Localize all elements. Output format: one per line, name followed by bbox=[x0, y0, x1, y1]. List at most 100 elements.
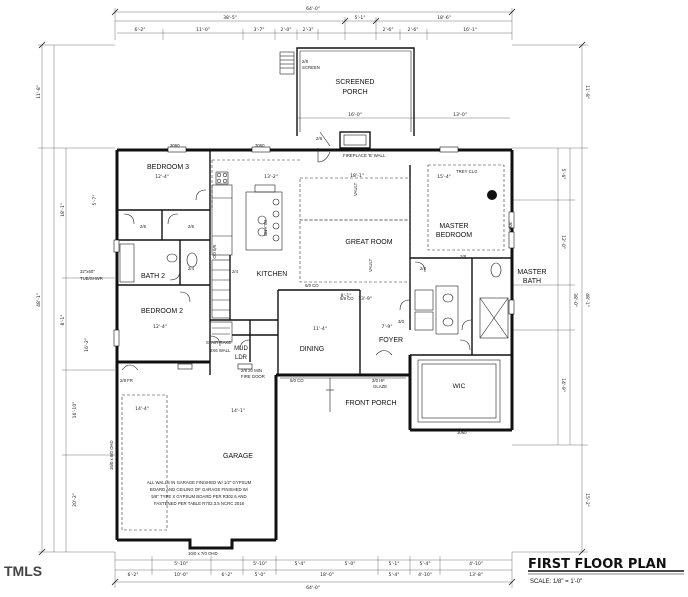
dim-inner-11: 13'-9" bbox=[358, 296, 372, 302]
dim-botsub-7: 4'-10" bbox=[469, 561, 483, 567]
dim-porch-w: 16'-0" bbox=[348, 112, 362, 118]
dim-topsub-1: 6'-2" bbox=[135, 27, 146, 33]
dim-porch-w2: 13'-0" bbox=[453, 112, 467, 118]
opening-13: 6/8 CO bbox=[340, 296, 354, 301]
dim-inner-8: 8'-1" bbox=[341, 293, 352, 299]
opening-3: 2/6 bbox=[188, 224, 195, 229]
screened-porch-outline bbox=[279, 47, 415, 149]
dim-bot-2: 10'-0" bbox=[174, 572, 188, 578]
bedroom3-label: BEDROOM 3 bbox=[147, 164, 189, 171]
tub-note-1: 32"x60" bbox=[80, 269, 95, 274]
ldr-label: LDR bbox=[235, 355, 248, 361]
dim-right-7: 15'-2" bbox=[584, 493, 590, 507]
dim-right-3: 48'-1" bbox=[584, 293, 590, 307]
dim-top-1: 38'-5" bbox=[223, 15, 237, 21]
bath2-label: BATH 2 bbox=[141, 273, 165, 280]
dim-inner-4: 18'-1" bbox=[350, 173, 364, 179]
opening-2: 2/6 bbox=[140, 224, 147, 229]
great-room-label: GREAT ROOM bbox=[345, 239, 392, 246]
dim-inner-1: 12'-4" bbox=[155, 174, 169, 180]
screened-porch-label-1: SCREENED bbox=[336, 79, 375, 86]
dim-inner-10: 14'-4" bbox=[135, 406, 149, 412]
foyer-label: FOYER bbox=[379, 337, 403, 344]
dim-left-7: 16'-2" bbox=[84, 338, 90, 352]
dim-left-6: 20'-2" bbox=[72, 493, 78, 507]
mud-label: MUD bbox=[234, 346, 248, 352]
dim-inner-2: 12'-4" bbox=[153, 324, 167, 330]
opening-14: 3060 bbox=[170, 143, 180, 148]
ceiling-lines bbox=[121, 159, 505, 531]
dim-left-4: 8'-1" bbox=[60, 315, 66, 326]
dim-left-2: 48'-1" bbox=[36, 293, 42, 307]
bath-fixtures bbox=[119, 213, 509, 339]
dim-topsub-7: 2'-6" bbox=[408, 27, 419, 33]
garage-note-3: 5/8" TYPE X GYPSUM BOARD PER R302.6 AND bbox=[151, 494, 246, 499]
opening-11: 16/0 x 8/0 OHD bbox=[109, 440, 114, 470]
opening-8: 3/0 bbox=[398, 319, 405, 324]
opening-19: 2/8 FR bbox=[120, 378, 133, 383]
dim-topsub-3: 3'-7" bbox=[254, 27, 265, 33]
master-bath-label-2: BATH bbox=[523, 278, 541, 285]
dim-topsub-8: 16'-1" bbox=[463, 27, 477, 33]
dim-left-1: 11'-8" bbox=[36, 85, 42, 99]
opening-7: 2/8 bbox=[460, 254, 467, 259]
opening-15: 3060 bbox=[255, 143, 265, 148]
screen-note-2: SCREEN bbox=[302, 65, 320, 70]
opening-1: 2/8 bbox=[316, 136, 323, 141]
dim-overall-top: 64'-0" bbox=[306, 6, 320, 12]
dim-topsub-6: 2'-6" bbox=[383, 27, 394, 33]
dim-botsub-6: 5'-4" bbox=[420, 561, 431, 567]
dim-left-3: 18'-1" bbox=[60, 203, 66, 217]
title-block: FIRST FLOOR PLAN SCALE: 1/8" = 1'-0" bbox=[528, 557, 684, 585]
dim-inner-7: 11'-4" bbox=[313, 326, 327, 332]
opening-16: 3060 bbox=[508, 222, 513, 232]
dim-bot-1: 6'-2" bbox=[128, 572, 139, 578]
dimension-lines bbox=[38, 8, 588, 588]
fire-door-note-1: 2/8 20 MIN bbox=[241, 368, 262, 373]
dim-right-4: 5'-6" bbox=[560, 169, 566, 180]
garage-note-2: BOARD AND CEILING OF GARAGE FINISHED W/ bbox=[150, 487, 249, 492]
dim-right-6: 14'-9" bbox=[560, 378, 566, 392]
plan-scale: SCALE: 1/8" = 1'-0" bbox=[530, 579, 582, 585]
wic-label: WIC bbox=[453, 383, 466, 390]
dim-bot-7: 4'-10" bbox=[418, 572, 432, 578]
dim-left-5: 16'-10" bbox=[72, 402, 78, 419]
opening-6: 2/4 bbox=[420, 266, 427, 271]
front-porch-label: FRONT PORCH bbox=[345, 400, 396, 407]
opening-10: 5/0 CO bbox=[290, 378, 304, 383]
wic-outline bbox=[417, 359, 501, 423]
dim-right-2: 38'-0" bbox=[572, 293, 578, 307]
room-labels: SCREENED PORCH BEDROOM 3 KITCHEN GREAT R… bbox=[141, 79, 547, 460]
dim-right-1: 11'-8" bbox=[584, 85, 590, 99]
garage-note-4: FASTENED PER TABLE R702.3.5 NCRC 2018 bbox=[154, 501, 245, 506]
kitchen-label: KITCHEN bbox=[257, 271, 288, 278]
dim-botsub-3: 5'-4" bbox=[295, 561, 306, 567]
opening-4: 2/4 bbox=[188, 266, 195, 271]
opening-5: 2/4 bbox=[232, 269, 239, 274]
opening-9: 6/0 CO bbox=[305, 283, 319, 288]
plan-title: FIRST FLOOR PLAN bbox=[528, 557, 667, 572]
dim-overall-bottom: 64'-0" bbox=[306, 585, 320, 591]
interior-walls bbox=[117, 150, 512, 375]
dim-top-3: 18'-6" bbox=[437, 15, 451, 21]
screen-note-1: 2/8 bbox=[302, 59, 309, 64]
front-porch-outline bbox=[280, 377, 406, 412]
door-swings bbox=[121, 148, 473, 371]
bedroom2-label: BEDROOM 2 bbox=[141, 308, 183, 315]
dim-topsub-4: 2'-0" bbox=[281, 27, 292, 33]
dim-bot-8: 13'-8" bbox=[469, 572, 483, 578]
dim-topsub-2: 11'-0" bbox=[196, 27, 210, 33]
dim-bot-4: 5'-0" bbox=[255, 572, 266, 578]
opening-12: 10/0 x 7/0 OHD bbox=[188, 551, 218, 556]
dim-botsub-2: 5'-10" bbox=[253, 561, 267, 567]
master-bath-label-1: MASTER bbox=[517, 269, 546, 276]
dim-botsub-4: 5'-0" bbox=[345, 561, 356, 567]
dim-right-5: 12'-0" bbox=[560, 235, 566, 249]
garage-label: GARAGE bbox=[223, 453, 253, 460]
fireplace-note: FIREPLACE 'B' WALL bbox=[343, 153, 386, 158]
dim-inner-9: 7'-9" bbox=[382, 324, 393, 330]
stairs bbox=[209, 259, 233, 343]
dim-bot-3: 6'-2" bbox=[222, 572, 233, 578]
tray-ceiling-note: TREY CLG bbox=[456, 169, 478, 174]
